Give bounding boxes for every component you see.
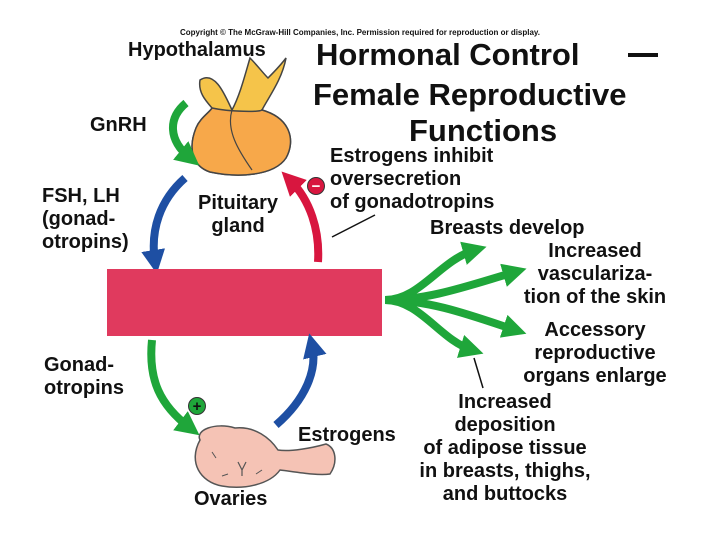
vascular-label: Increased vasculariza- tion of the skin: [523, 240, 667, 308]
fsh-lh-label: FSH, LH (gonad- otropins): [42, 185, 129, 253]
title-line-3: Functions: [409, 113, 558, 148]
gnrh-arrow: [169, 99, 200, 166]
ovary-illustration: [194, 425, 336, 488]
inhibit-arrow: [281, 171, 323, 263]
breasts-label: Breasts develop: [430, 217, 585, 239]
gonadotropins-arrow: [147, 339, 200, 436]
accessory-label: Accessory reproductive organs enlarge: [523, 319, 667, 387]
inhibit-label: Estrogens inhibit oversecretion of gonad…: [330, 145, 495, 213]
inhibit-pointer: [331, 214, 376, 238]
inhibit-badge: −: [307, 177, 325, 195]
copyright-notice: Copyright © The McGraw-Hill Companies, I…: [179, 28, 541, 37]
effect-arrows: [384, 241, 527, 358]
deposition-label: Increased deposition of adipose tissue i…: [419, 391, 591, 505]
title-line-2: Female Reproductive: [313, 77, 627, 112]
fsh-lh-arrow: [141, 174, 188, 274]
stimulate-badge: +: [188, 397, 206, 415]
gonadotropins-label: Gonad- otropins: [44, 354, 124, 399]
gnrh-label: GnRH: [90, 114, 147, 136]
title-line-1: Hormonal Control: [316, 37, 580, 72]
estrogens-label: Estrogens: [298, 424, 396, 446]
hypothalamus-pituitary-illustration: [191, 56, 292, 176]
estrogens-arrow: [273, 333, 327, 429]
ovaries-label: Ovaries: [194, 488, 268, 510]
estrogen-bar: [107, 269, 382, 336]
hypothalamus-label: Hypothalamus: [128, 39, 266, 61]
pituitary-label: Pituitary gland: [197, 192, 279, 237]
deposition-pointer: [473, 357, 484, 389]
title-dash: [628, 53, 658, 57]
